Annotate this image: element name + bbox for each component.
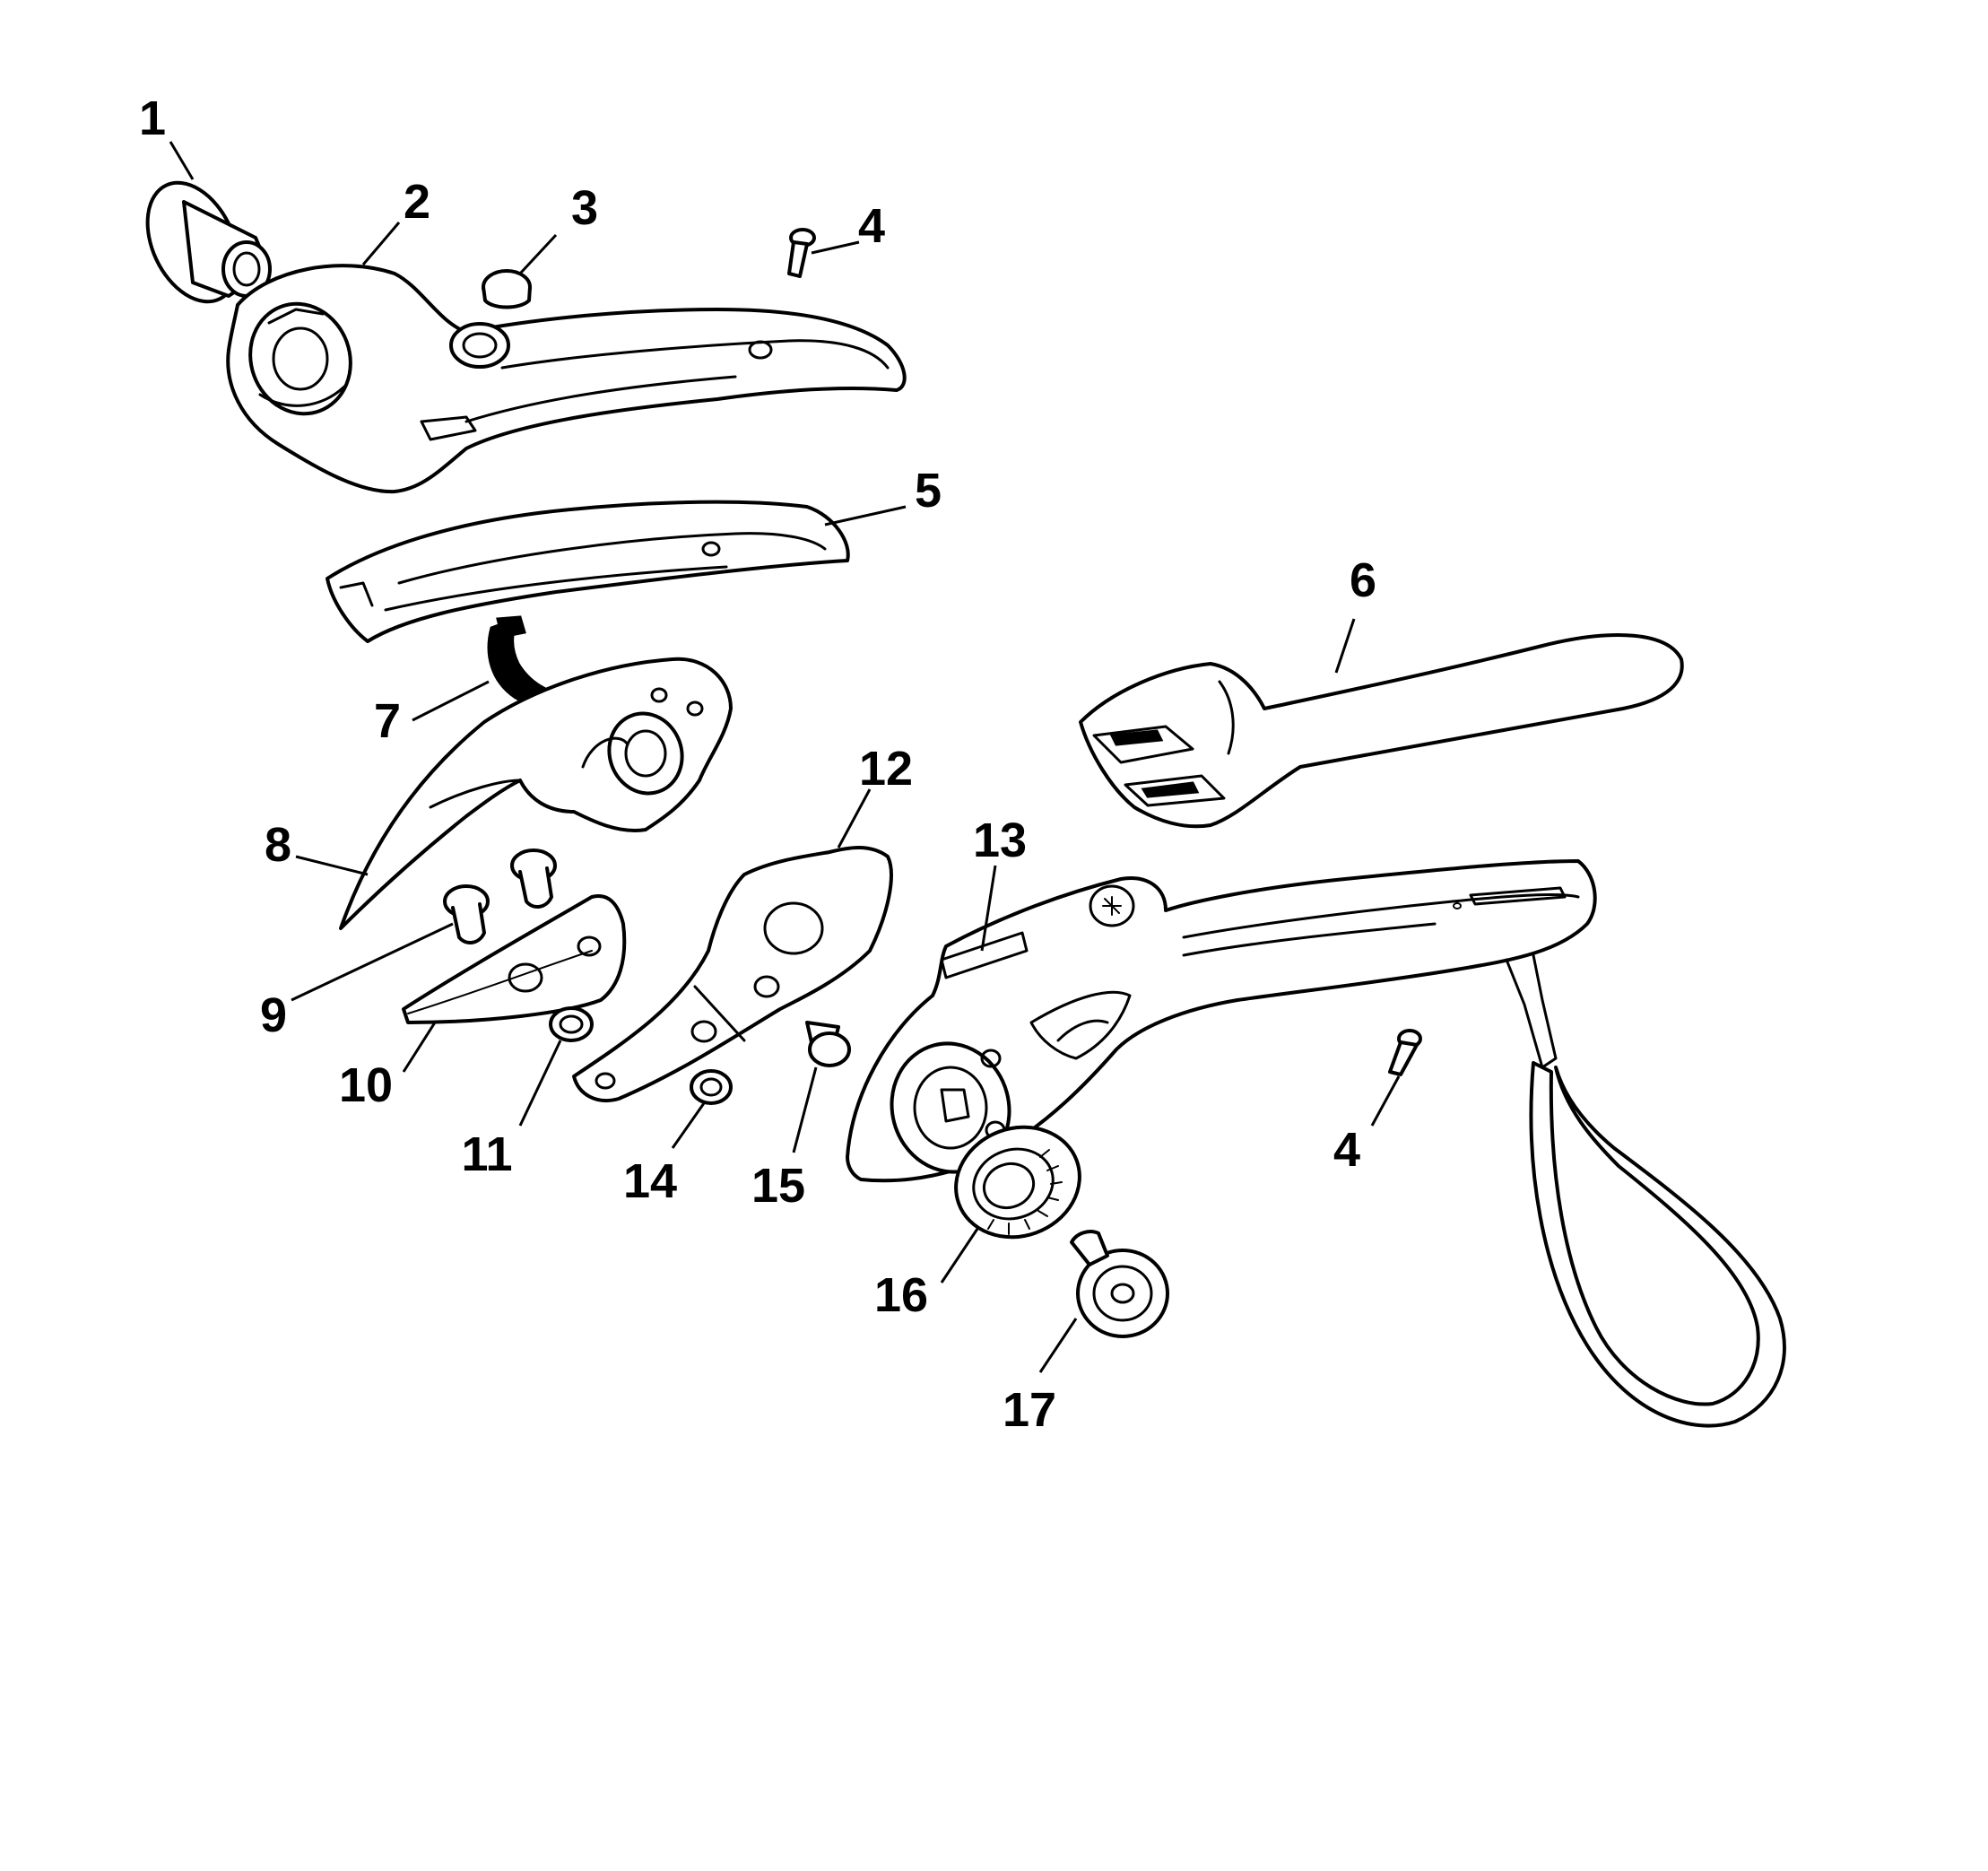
part-5-grip-insert	[326, 500, 850, 643]
leader-11	[518, 1040, 562, 1127]
callout-12: 12	[859, 742, 913, 796]
leader-6	[1334, 618, 1356, 674]
callout-14: 14	[623, 1154, 677, 1208]
callout-11: 11	[461, 1127, 512, 1181]
callout-2: 2	[404, 175, 430, 229]
part-11-bushing	[549, 1006, 594, 1042]
callout-16: 16	[874, 1268, 928, 1322]
leader-lines	[169, 141, 1401, 1373]
leader-14	[671, 1102, 706, 1149]
callout-13: 13	[973, 814, 1027, 867]
leader-4a	[811, 240, 860, 255]
part-4-screw-bottom	[1388, 1029, 1422, 1076]
wrist-strap	[1529, 1061, 1786, 1428]
part-15-pin	[805, 1021, 851, 1067]
leader-7	[412, 680, 490, 722]
part-16-ratchet-wheel	[954, 1125, 1081, 1240]
callout-3: 3	[571, 181, 598, 235]
leader-9	[291, 922, 454, 1002]
part-14-bushing	[690, 1069, 733, 1105]
callout-5: 5	[915, 464, 942, 518]
callout-17: 17	[1003, 1383, 1056, 1437]
part-10-anvil-blade	[402, 894, 627, 1024]
callout-labels: 1 2 3 4 5 6 7 8 9 10 11 12 13 14 15 16 1…	[139, 91, 1376, 1437]
leader-10	[402, 1022, 437, 1073]
leader-2	[361, 222, 401, 265]
leader-4b	[1370, 1075, 1401, 1127]
callout-9: 9	[260, 988, 287, 1042]
callout-10: 10	[339, 1058, 393, 1112]
callout-1: 1	[139, 91, 166, 145]
leader-13	[980, 865, 997, 952]
leader-16	[940, 1228, 979, 1284]
part-12-lever-plate	[572, 846, 893, 1102]
callout-8: 8	[265, 818, 291, 872]
part-3-small-cap	[482, 269, 532, 309]
part-2-upper-handle	[226, 264, 907, 494]
part-6-handle-cover	[1079, 633, 1684, 829]
leader-15	[792, 1066, 818, 1153]
part-13-lower-handle	[846, 859, 1597, 1183]
part-8-upper-blade	[339, 657, 733, 930]
leader-1	[169, 141, 195, 180]
part-1-end-cap	[145, 180, 272, 304]
part-17-pivot-bolt	[1070, 1230, 1169, 1338]
part-4-screw-top	[787, 228, 816, 278]
leader-3	[518, 233, 558, 275]
leader-12	[837, 788, 872, 848]
callout-7: 7	[374, 694, 401, 748]
callout-6: 6	[1350, 553, 1376, 607]
callout-4-bottom: 4	[1333, 1123, 1360, 1177]
leader-5	[824, 505, 907, 526]
callout-15: 15	[751, 1159, 805, 1213]
leader-17	[1038, 1318, 1078, 1373]
leader-8	[295, 855, 369, 876]
part-9-rivets	[443, 848, 557, 944]
callout-4-top: 4	[858, 199, 885, 253]
